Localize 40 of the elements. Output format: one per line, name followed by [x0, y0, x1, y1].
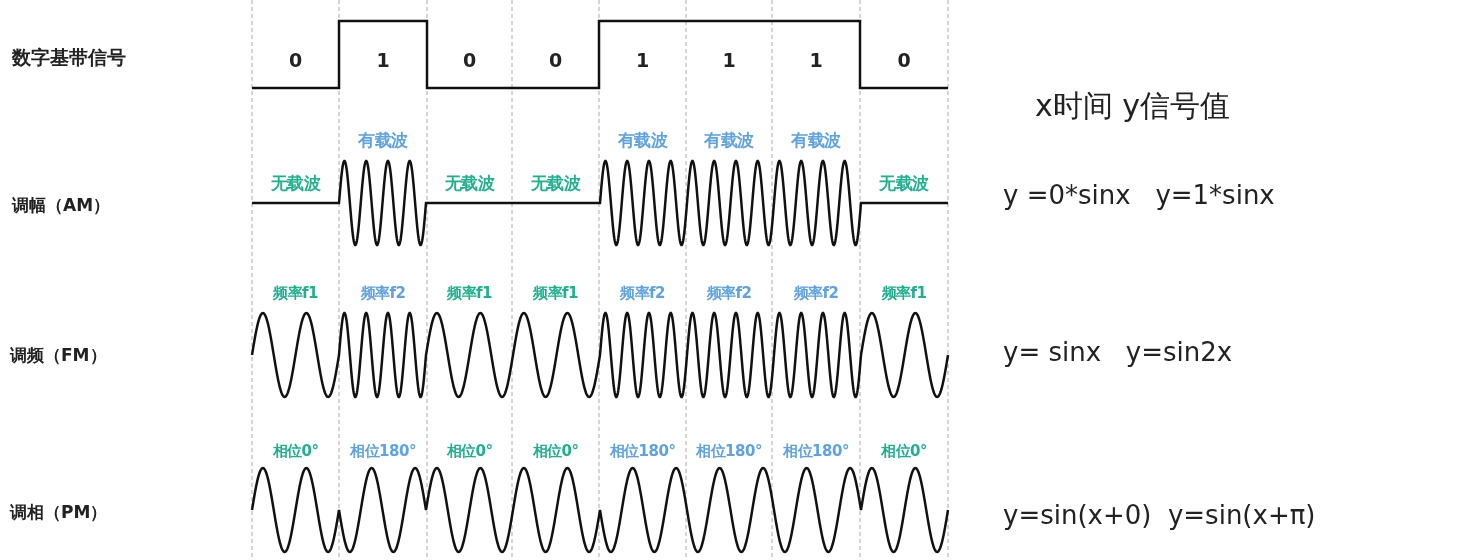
bit-value: 0: [288, 49, 303, 71]
wave-label: 无载波: [529, 173, 582, 193]
formula: y= sinx y=sin2x: [1003, 337, 1233, 367]
wave-label: 频率f1: [880, 284, 928, 302]
wave-label: 有载波: [616, 130, 669, 150]
row-title: 数字基带信号: [12, 46, 126, 68]
bit-value: 1: [809, 49, 823, 71]
wave-label: 有载波: [357, 130, 409, 150]
wave-label: 相位0°: [531, 442, 580, 460]
axis-note: x时间 y信号值: [1035, 88, 1231, 122]
wave-label: 有载波: [703, 130, 755, 150]
row-title: 调频（FM）: [10, 345, 107, 365]
wave-label: 频率f1: [532, 284, 579, 302]
wave-label: 相位180°: [349, 442, 417, 460]
wave-label: 无载波: [443, 173, 496, 193]
wave-label: 频率f1: [446, 284, 493, 302]
wave-label: 相位0°: [445, 442, 494, 460]
wave-label: 相位0°: [880, 442, 928, 460]
wave-label: 相位180°: [695, 442, 763, 460]
wave-label: 无载波: [878, 173, 930, 193]
wave-label: 频率f1: [272, 284, 319, 302]
row-title: 调相（PM）: [10, 502, 108, 522]
wave-label: 频率f2: [792, 284, 840, 302]
formula: y =0*sinx y=1*sinx: [1003, 180, 1275, 210]
bit-value: 0: [897, 49, 911, 71]
wave-label: 有载波: [790, 130, 842, 150]
bit-value: 1: [376, 49, 390, 71]
bit-value: 0: [462, 49, 477, 71]
wave-label: 频率f2: [705, 284, 753, 302]
bit-value: 1: [635, 49, 650, 71]
wave-label: 相位0°: [271, 442, 320, 460]
wave-label: 相位180°: [782, 442, 850, 460]
wave-label: 频率f2: [359, 284, 407, 302]
bit-value: 1: [722, 49, 736, 71]
row-title: 调幅（AM）: [12, 195, 111, 215]
wave-label: 相位180°: [608, 442, 677, 460]
wave-label: 频率f2: [619, 284, 666, 302]
formula: y=sin(x+0) y=sin(x+π): [1003, 500, 1316, 530]
bit-value: 0: [548, 49, 563, 71]
wave-label: 无载波: [269, 173, 322, 193]
